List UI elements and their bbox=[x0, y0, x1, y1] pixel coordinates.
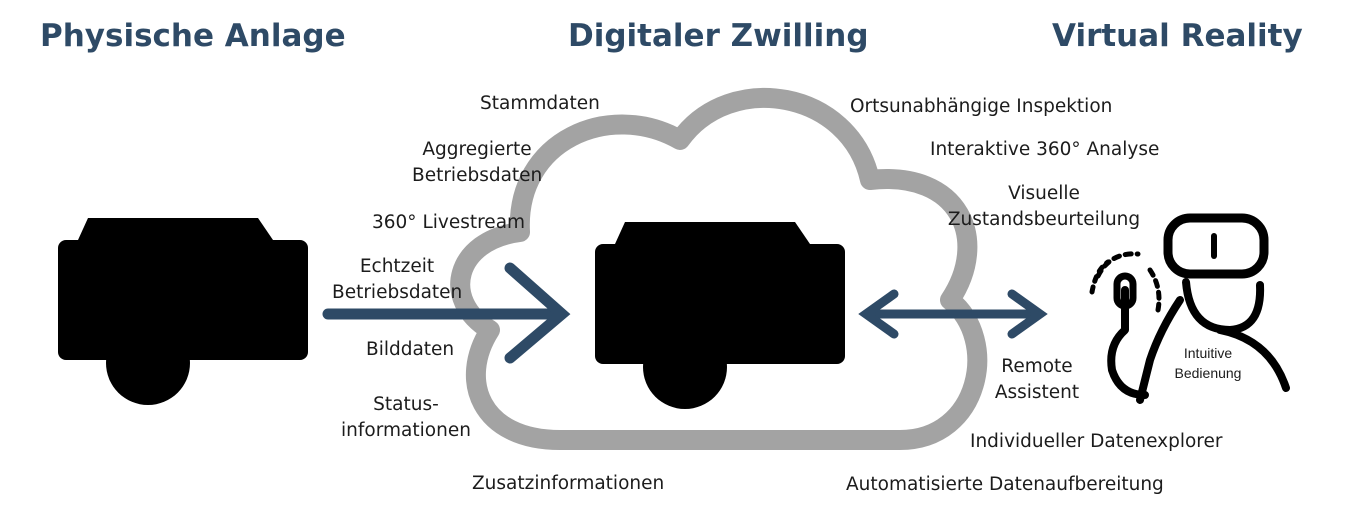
label-remote-inspection: Ortsunabhängige Inspektion bbox=[850, 96, 1113, 117]
label-master-data: Stammdaten bbox=[480, 93, 600, 114]
label-auto-processing: Automatisierte Datenaufbereitung bbox=[846, 474, 1164, 495]
label-visual-line1: Visuelle bbox=[1008, 183, 1080, 204]
cloud-icon bbox=[450, 87, 988, 450]
vr-caption-line2: Bedienung bbox=[1174, 365, 1242, 381]
label-aggregated-line1: Aggregierte bbox=[422, 139, 532, 160]
label-interactive-analysis: Interaktive 360° Analyse bbox=[930, 139, 1160, 160]
label-data-explorer: Individueller Datenexplorer bbox=[970, 431, 1223, 452]
label-remote-assistant: Remote Assistent bbox=[982, 354, 1092, 406]
double-arrow-icon bbox=[858, 289, 1048, 339]
label-aggregated-data: Aggregierte Betriebsdaten bbox=[412, 137, 542, 189]
label-additional-info: Zusatzinformationen bbox=[472, 473, 665, 494]
label-livestream: 360° Livestream bbox=[372, 212, 526, 233]
label-realtime-line1: Echtzeit bbox=[359, 256, 435, 277]
label-remote-assist-line1: Remote bbox=[1001, 356, 1073, 377]
vr-caption-line1: Intuitive bbox=[1183, 345, 1233, 361]
vr-user-icon bbox=[1089, 213, 1290, 404]
header-physical: Physische Anlage bbox=[40, 18, 346, 54]
label-image-data: Bilddaten bbox=[366, 339, 455, 360]
header-virtual-reality: Virtual Reality bbox=[1052, 18, 1303, 54]
engine-physical-icon: .phys .cover{fill:#3b3d4a} .phys .block{… bbox=[48, 218, 308, 406]
right-arrow-icon bbox=[322, 262, 571, 364]
label-status-line2: informationen bbox=[341, 420, 471, 441]
label-remote-assist-line2: Assistent bbox=[994, 382, 1080, 403]
label-realtime-data: Echtzeit Betriebsdaten bbox=[332, 254, 462, 306]
label-visual-line2: Zustandsbeurteilung bbox=[947, 209, 1141, 230]
vr-caption: Intuitive Bedienung bbox=[1168, 343, 1248, 383]
label-visual-assessment: Visuelle Zustandsbeurteilung bbox=[940, 181, 1148, 233]
label-status-line1: Status- bbox=[373, 394, 439, 415]
label-realtime-line2: Betriebsdaten bbox=[332, 282, 463, 303]
header-digital-twin: Digitaler Zwilling bbox=[568, 18, 869, 54]
label-status-info: Status- informationen bbox=[336, 392, 476, 444]
engine-twin-icon: .twin .cover{fill:#2f6f7d} .twin .block{… bbox=[585, 222, 845, 410]
label-aggregated-line2: Betriebsdaten bbox=[412, 165, 543, 186]
